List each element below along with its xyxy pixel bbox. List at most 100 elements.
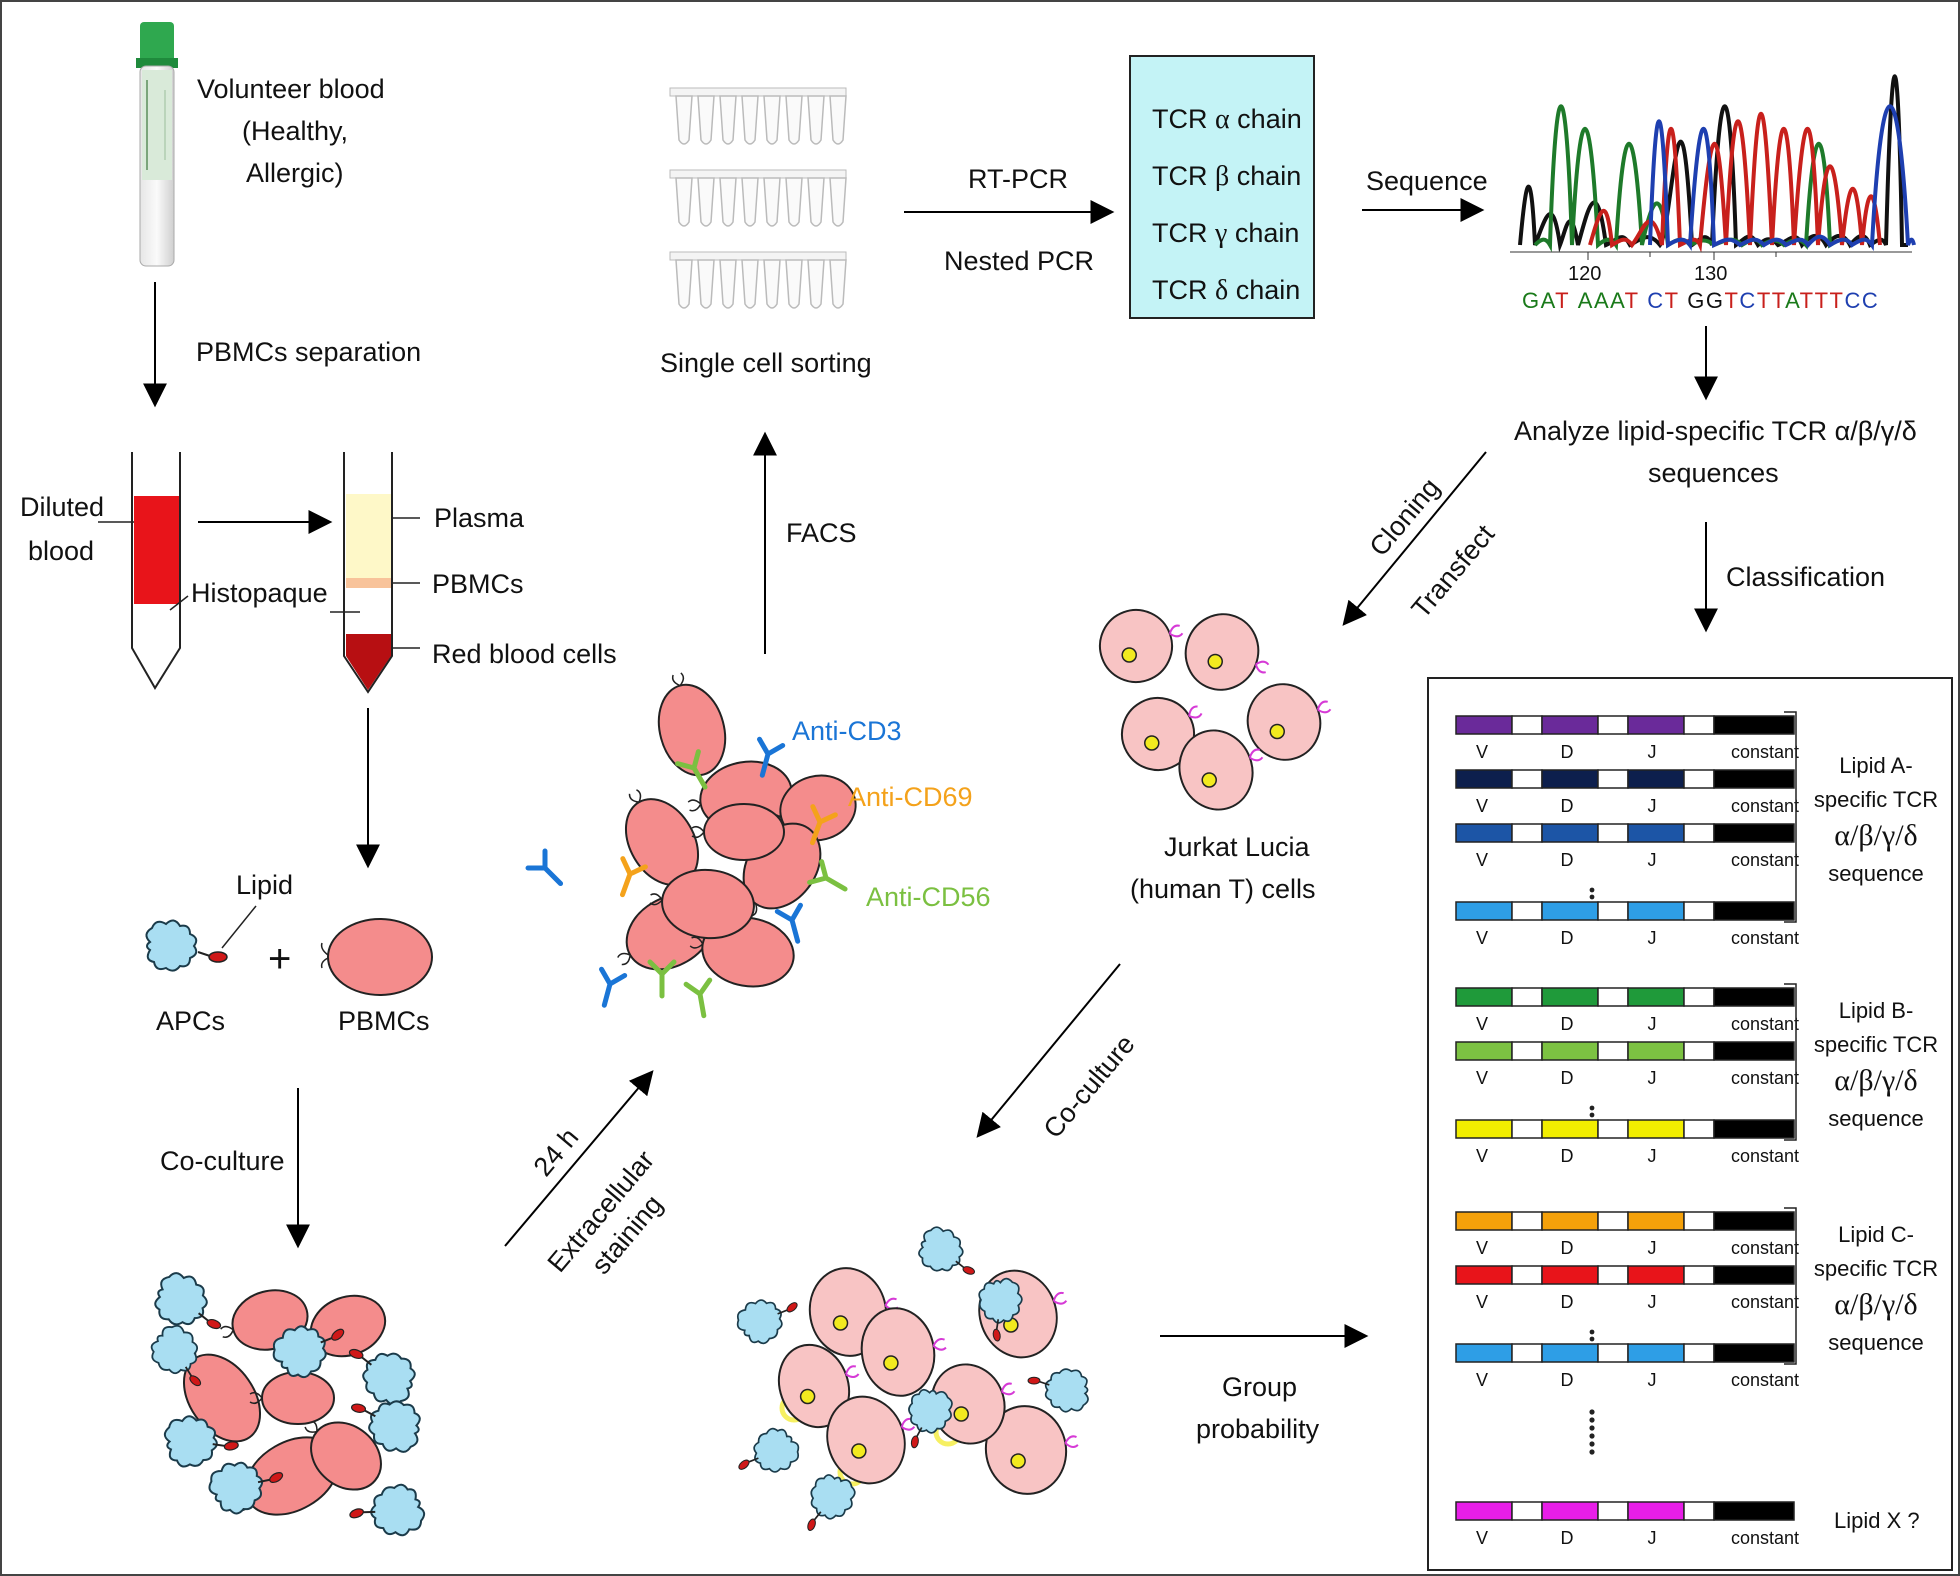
activated-cluster-apc: [978, 1277, 1023, 1342]
segment-label: V: [1476, 1528, 1488, 1548]
diluted-blood-tube: [98, 452, 189, 690]
segment-label: J: [1648, 1528, 1657, 1548]
segment-label: V: [1476, 928, 1488, 948]
activated-jurkat-cell: [826, 1395, 916, 1487]
plus-sign: +: [268, 937, 291, 981]
segment-label: J: [1648, 1370, 1657, 1390]
pcr-tube-strips: [669, 87, 847, 309]
coculture-left-pbmc: [249, 1371, 335, 1425]
jurkat-cell: [1178, 729, 1264, 811]
volunteer-blood-line-3: Allergic): [246, 158, 344, 188]
ellipsis-dot: [1589, 1329, 1595, 1335]
tcr-chain-item: TCR δ chain: [1152, 275, 1300, 306]
tcr-group-label-line: Lipid C-: [1838, 1222, 1914, 1247]
tcr-group-label-line: sequence: [1828, 1330, 1923, 1355]
ellipsis-dot: [1589, 1336, 1595, 1342]
histopaque-label: Histopaque: [191, 578, 328, 608]
nested-pcr-label: Nested PCR: [944, 246, 1094, 276]
jurkat-cell: [1184, 613, 1270, 691]
nucleus: [1010, 1453, 1026, 1469]
segment-label: D: [1561, 796, 1574, 816]
co-culture-left-label: Co-culture: [160, 1146, 285, 1176]
diluted-blood-line-1: Diluted: [20, 492, 104, 522]
chromatogram-tick-120: 120: [1568, 263, 1601, 285]
apc-with-lipid: [145, 919, 228, 972]
pcr-tube: [719, 259, 737, 309]
sequence-label: Sequence: [1366, 166, 1488, 196]
tcr-chain-item: TCR γ chain: [1152, 218, 1299, 249]
coculture-left-apc: [272, 1325, 345, 1379]
segment-label: constant: [1731, 850, 1799, 870]
anti-cd56-antibody: [683, 977, 713, 1019]
pcr-tube: [807, 95, 825, 145]
nucleus: [1207, 653, 1223, 670]
segment-label: D: [1561, 1292, 1574, 1312]
segment-label: constant: [1731, 1068, 1799, 1088]
pcr-tube: [763, 95, 781, 145]
nucleus: [851, 1443, 867, 1459]
segment-label: D: [1561, 1068, 1574, 1088]
pcr-strip: [669, 87, 847, 145]
pcr-tube: [675, 259, 693, 309]
ellipsis-dot: [1589, 894, 1595, 900]
pbmcs-label: PBMCs: [338, 1006, 430, 1036]
ellipsis-dot: [1589, 1112, 1595, 1118]
transfect-label: Transfect: [1406, 519, 1501, 624]
group-probability-line-1: Group: [1222, 1372, 1297, 1402]
segment-label: J: [1648, 742, 1657, 762]
sequencing-chromatogram: [1510, 74, 1916, 260]
tcr-group-label-line: α/β/γ/δ: [1834, 1288, 1917, 1321]
segment-label: constant: [1731, 796, 1799, 816]
coculture-cluster-left: [150, 1272, 426, 1537]
coculture-left-apc: [163, 1415, 239, 1468]
coculture-left-apc: [154, 1272, 222, 1330]
anti-cd3-antibody: [774, 902, 803, 944]
anti-cd3-antibody: [757, 736, 786, 778]
pcr-tube: [785, 259, 803, 309]
nucleus: [1121, 647, 1137, 663]
pcr-tube: [763, 177, 781, 227]
ellipsis-dot: [1589, 1441, 1595, 1447]
pcr-tube: [785, 177, 803, 227]
segment-label: V: [1476, 1370, 1488, 1390]
jurkat-line-2: (human T) cells: [1130, 874, 1316, 904]
group-probability-line-2: probability: [1196, 1414, 1320, 1444]
lipid-label: Lipid: [236, 870, 293, 900]
pcr-tube: [785, 95, 803, 145]
tcr-group-label-line: specific TCR: [1814, 787, 1938, 812]
segment-label: constant: [1731, 1238, 1799, 1258]
ellipsis-dot: [1589, 1409, 1595, 1415]
activated-jurkat-cell: [860, 1307, 947, 1397]
lipid-x-label: Lipid X ?: [1834, 1508, 1920, 1533]
chromatogram-tick-130: 130: [1694, 263, 1727, 285]
ellipsis-dot: [1589, 1433, 1595, 1439]
anti-cd56-label: Anti-CD56: [866, 882, 991, 912]
segment-label: constant: [1731, 1292, 1799, 1312]
tcr-group-label-line: specific TCR: [1814, 1032, 1938, 1057]
classification-label: Classification: [1726, 562, 1885, 592]
jurkat-cell: [1099, 609, 1184, 683]
tcr-group-label-line: sequence: [1828, 1106, 1923, 1131]
pcr-tube: [807, 259, 825, 309]
coculture-left-apc: [348, 1348, 416, 1406]
pcr-tube: [697, 259, 715, 309]
activated-jurkat-cell: [978, 1269, 1068, 1359]
tcr-chain-item: TCR α chain: [1152, 104, 1302, 135]
anti-cd56-antibody: [675, 749, 708, 790]
segment-label: D: [1561, 1146, 1574, 1166]
time-24h-label: 24 h: [528, 1122, 585, 1182]
ellipsis-dot: [1589, 1105, 1595, 1111]
anti-cd56-antibody: [807, 859, 848, 892]
base-calls: GAT AAAT CT GGTCTTATTTCC: [1522, 288, 1879, 313]
nucleus: [953, 1406, 969, 1422]
segment-label: J: [1648, 1014, 1657, 1034]
anti-cd69-antibody: [809, 804, 838, 846]
